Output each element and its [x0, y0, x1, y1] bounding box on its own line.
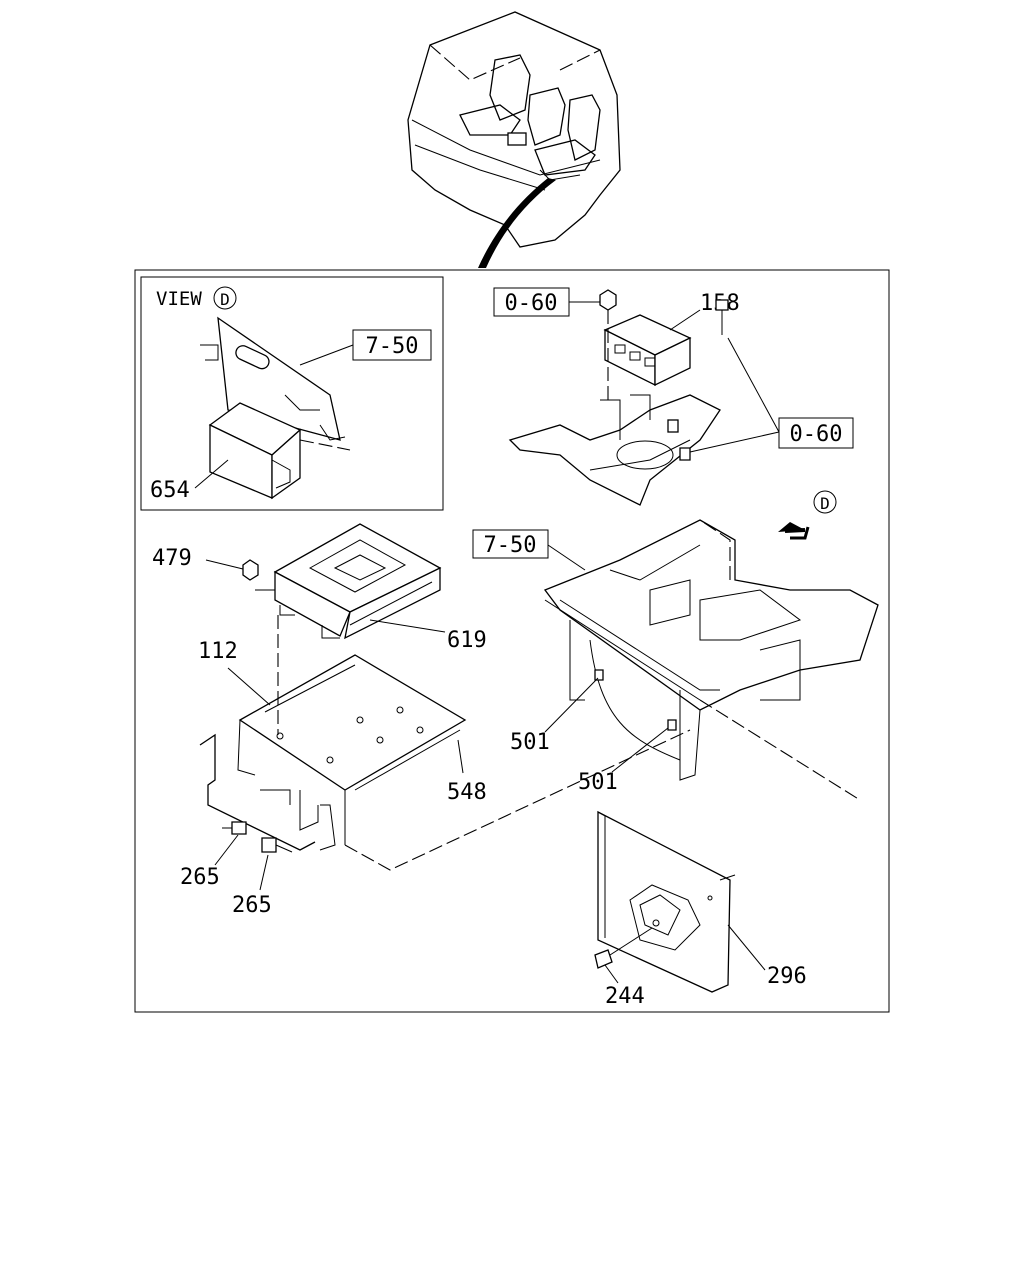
ref-7-50-floor: 7-50	[484, 533, 537, 558]
view-letter: D	[220, 290, 230, 309]
view-inset: VIEW D 7-50 654	[140, 276, 444, 511]
main-frame	[134, 269, 890, 1013]
cover-assembly: 296 244	[594, 810, 807, 1009]
part-label-479: 479	[152, 546, 192, 571]
upper-right-assembly: 0-60 158 0-60	[493, 287, 854, 506]
part-label-501-a: 501	[510, 730, 550, 755]
part-label-501-b: 501	[578, 770, 618, 795]
direction-marker: D	[778, 490, 837, 540]
cab-floor-frame: 7-50 501 501	[472, 519, 879, 801]
part-label-265-a: 265	[180, 865, 220, 890]
direction-letter: D	[820, 494, 830, 513]
part-label-548: 548	[447, 780, 487, 805]
ref-0-60-right: 0-60	[790, 422, 843, 447]
ref-0-60-top: 0-60	[505, 291, 558, 316]
part-label-244: 244	[605, 984, 645, 1009]
view-label: VIEW	[156, 288, 202, 310]
part-label-265-b: 265	[232, 893, 272, 918]
part-label-654: 654	[150, 478, 190, 503]
part-label-112: 112	[198, 639, 238, 664]
part-label-619: 619	[447, 628, 487, 653]
ref-7-50-view: 7-50	[366, 334, 419, 359]
cab-illustration	[407, 11, 621, 268]
part-label-296: 296	[767, 964, 807, 989]
ecu-bracket-assembly: 479 619 112 548	[152, 523, 691, 918]
